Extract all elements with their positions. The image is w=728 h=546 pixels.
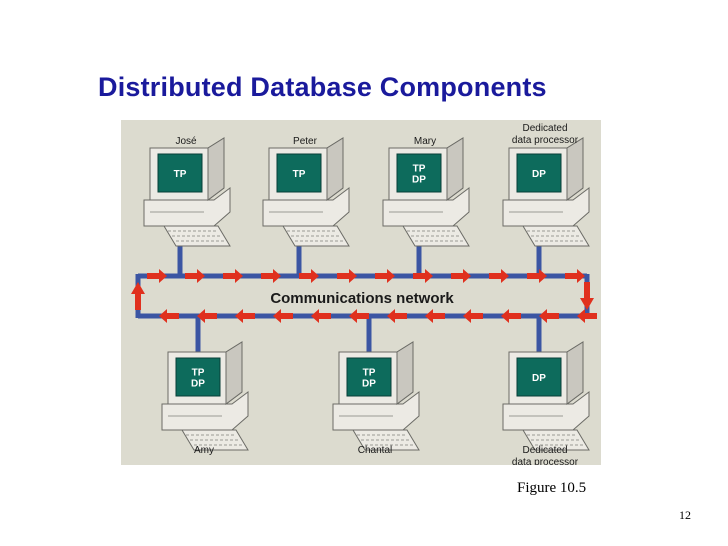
- node-label-bottom: Chantal: [358, 445, 392, 456]
- network-arrow: [235, 309, 255, 323]
- monitor-screen: [516, 153, 562, 193]
- monitor-screen: [396, 153, 442, 193]
- network-arrow-up: [131, 282, 145, 310]
- screen-label: DP: [532, 169, 546, 180]
- computer-top-4: DP: [502, 137, 590, 247]
- network-arrow: [463, 309, 483, 323]
- network-arrow: [197, 309, 217, 323]
- node-label-top: data processor: [512, 135, 579, 146]
- network-arrow: [413, 269, 433, 283]
- node-label-top: Peter: [293, 136, 318, 147]
- node-label-top: Dedicated: [522, 123, 567, 134]
- system-unit: [143, 187, 231, 227]
- network-arrow: [299, 269, 319, 283]
- computer-top-2: TP: [262, 137, 350, 247]
- monitor-side: [207, 137, 225, 201]
- node-label-top: Mary: [414, 136, 436, 147]
- monitor-screen: [516, 357, 562, 397]
- screen-label: TP: [413, 164, 426, 175]
- network-arrow: [527, 269, 547, 283]
- screen-label: TP: [363, 368, 376, 379]
- monitor-side: [446, 137, 464, 201]
- network-arrow: [185, 269, 205, 283]
- figure-caption: Figure 10.5: [517, 480, 587, 496]
- network-arrows: [131, 269, 597, 323]
- network-diagram: Communications network TPJoséTPPeterTPDP…: [121, 120, 601, 465]
- monitor-screen: [175, 357, 221, 397]
- network-arrow: [577, 309, 597, 323]
- monitor-side: [225, 341, 243, 405]
- slide-title: Distributed Database Components: [98, 72, 547, 102]
- network-arrow-down: [580, 282, 594, 310]
- screen-label: DP: [412, 175, 426, 186]
- system-unit: [332, 391, 420, 431]
- screen-label: TP: [174, 169, 187, 180]
- network-arrow: [147, 269, 167, 283]
- network-arrow: [375, 269, 395, 283]
- network-arrow: [489, 269, 509, 283]
- network-arrow: [501, 309, 521, 323]
- monitor-screen: [346, 357, 392, 397]
- network-arrow: [425, 309, 445, 323]
- network-arrow: [539, 309, 559, 323]
- network-arrow: [337, 269, 357, 283]
- system-unit: [502, 391, 590, 431]
- network-label: Communications network: [270, 290, 454, 307]
- network-arrow: [159, 309, 179, 323]
- network-arrow: [387, 309, 407, 323]
- system-unit: [382, 187, 470, 227]
- network-arrow: [223, 269, 243, 283]
- screen-label: DP: [532, 373, 546, 384]
- monitor-side: [566, 341, 584, 405]
- network-arrow: [451, 269, 471, 283]
- screen-label: TP: [192, 368, 205, 379]
- computer-bottom-3: DP: [502, 341, 590, 451]
- node-label-top: José: [175, 136, 197, 147]
- page-number: 12: [679, 508, 691, 522]
- network-arrow: [311, 309, 331, 323]
- screen-label: DP: [191, 379, 205, 390]
- network-arrow: [261, 269, 281, 283]
- monitor-screen: [276, 153, 322, 193]
- network-arrow: [349, 309, 369, 323]
- screen-label: TP: [293, 169, 306, 180]
- node-label-bottom: data processor: [512, 457, 579, 465]
- monitor-side: [396, 341, 414, 405]
- network-arrow: [273, 309, 293, 323]
- monitor-side: [326, 137, 344, 201]
- monitor-side: [566, 137, 584, 201]
- system-unit: [262, 187, 350, 227]
- node-label-bottom: Amy: [194, 445, 214, 456]
- screen-label: DP: [362, 379, 376, 390]
- system-unit: [502, 187, 590, 227]
- system-unit: [161, 391, 249, 431]
- computer-top-1: TP: [143, 137, 231, 247]
- network-arrow: [565, 269, 585, 283]
- node-label-bottom: Dedicated: [522, 445, 567, 456]
- network-label-box: [269, 286, 455, 308]
- monitor-screen: [157, 153, 203, 193]
